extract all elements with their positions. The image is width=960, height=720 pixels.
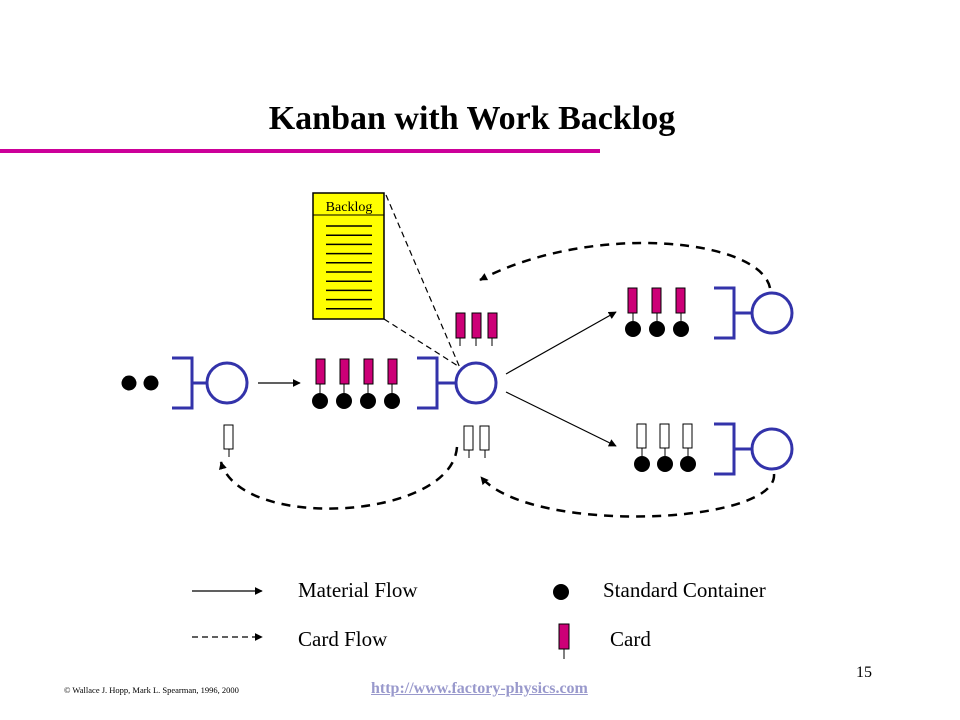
legend-standard-container-label: Standard Container	[603, 578, 766, 602]
card	[627, 287, 638, 314]
card	[471, 312, 482, 339]
buffer-1	[312, 358, 400, 409]
material-flow-arrow-upper	[505, 311, 617, 375]
container	[634, 456, 650, 472]
buffer-lower	[634, 423, 696, 472]
card-flow-arrow-bottom-left	[219, 446, 459, 510]
returned-cards	[223, 424, 490, 458]
container	[625, 321, 641, 337]
container	[680, 456, 696, 472]
card	[223, 424, 234, 450]
buffer-upper	[625, 287, 689, 337]
legend-card-symbol	[558, 623, 570, 659]
card	[315, 358, 326, 385]
card	[487, 312, 498, 339]
card	[463, 425, 474, 451]
legend-card-label: Card	[610, 627, 651, 651]
container	[121, 375, 137, 391]
page-number: 15	[856, 664, 872, 681]
card	[363, 358, 374, 385]
card-flow-arrow-bottom-right	[480, 473, 776, 518]
card	[636, 423, 647, 449]
backlog-connector-top	[385, 194, 461, 369]
copyright-notice: © Wallace J. Hopp, Mark L. Spearman, 199…	[64, 685, 239, 695]
station-2	[417, 356, 498, 410]
card	[455, 312, 466, 339]
station-1	[172, 356, 249, 410]
container	[657, 456, 673, 472]
legend-material-flow-label: Material Flow	[298, 578, 418, 602]
card	[675, 287, 686, 314]
container	[336, 393, 352, 409]
card	[387, 358, 398, 385]
card	[339, 358, 350, 385]
footer-url-link[interactable]: http://www.factory-physics.com	[371, 680, 588, 697]
legend-container-symbol	[553, 584, 569, 600]
station-3-upper	[714, 286, 794, 340]
backlog-box: Backlog	[312, 192, 385, 320]
container	[384, 393, 400, 409]
station-2-cards	[455, 312, 498, 346]
card	[659, 423, 670, 449]
station-3-lower	[714, 422, 794, 476]
container	[143, 375, 159, 391]
container	[649, 321, 665, 337]
backlog-lines	[326, 225, 372, 310]
card	[479, 425, 490, 451]
legend-card-flow-label: Card Flow	[298, 627, 388, 651]
card-flow-arrow-top	[479, 241, 772, 289]
card	[682, 423, 693, 449]
slide-title: Kanban with Work Backlog	[268, 100, 676, 137]
card	[651, 287, 662, 314]
backlog-connector-bottom	[383, 318, 459, 367]
material-flow-arrow-lower	[505, 391, 617, 447]
backlog-label: Backlog	[326, 200, 373, 215]
title-underline	[0, 149, 600, 153]
container	[673, 321, 689, 337]
container	[312, 393, 328, 409]
container	[360, 393, 376, 409]
